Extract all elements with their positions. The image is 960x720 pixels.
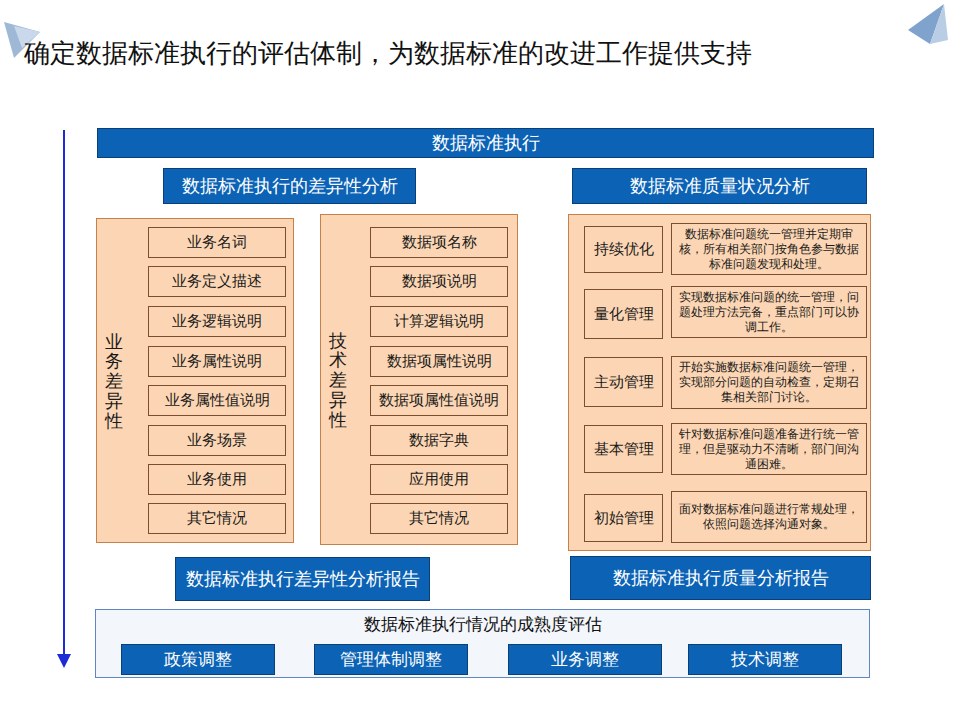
node-text: 数据标准执行差异性分析报告: [186, 567, 420, 591]
node-text: 业务逻辑说明: [172, 312, 262, 331]
process-box: 业务逻辑说明: [148, 306, 286, 337]
node-text: 数据标准质量状况分析: [630, 174, 810, 198]
process-box: 持续优化: [584, 226, 663, 273]
group-panel: 业务差异性 业务名词业务定义描述业务逻辑说明业务属性说明业务属性值说明业务场景业务…: [96, 218, 294, 543]
process-box: 数据项属性值说明: [370, 385, 508, 416]
node-text: 面对数据标准问题进行常规处理，依照问题选择沟通对象。: [678, 502, 860, 532]
node-text: 实现数据标准问题的统一管理，问题处理方法完备，重点部门可以协调工作。: [678, 290, 860, 335]
node-text: 业务属性说明: [172, 352, 262, 371]
vertical-label: 业务差异性: [105, 331, 123, 430]
node-text: 其它情况: [187, 509, 247, 528]
node-text: 业务属性值说明: [165, 391, 270, 410]
node-text: 数据标准问题统一管理并定期审核，所有相关部门按角色参与数据标准问题发现和处理。: [678, 227, 860, 272]
node-text: 技术调整: [731, 648, 799, 671]
process-box: 主动管理: [584, 357, 663, 407]
process-box: 数据项名称: [370, 227, 508, 258]
node-text: 数据项属性值说明: [379, 391, 499, 410]
node-text: 数据标准执行质量分析报告: [613, 566, 829, 590]
process-box: 数据标准执行的差异性分析: [163, 168, 416, 204]
node-text: 业务场景: [187, 431, 247, 450]
process-box: 其它情况: [148, 503, 286, 534]
node-text: 数据标准执行的差异性分析: [182, 174, 398, 198]
node-text: 持续优化: [594, 240, 654, 259]
node-text: 数据标准执行: [432, 131, 540, 155]
process-box: 数据项说明: [370, 266, 508, 297]
process-box: 业务定义描述: [148, 266, 286, 297]
flow-arrow-line: [63, 130, 65, 656]
node-text: 主动管理: [594, 373, 654, 392]
node-text: 业务名词: [187, 233, 247, 252]
process-box: 管理体制调整: [314, 644, 468, 675]
node-text: 应用使用: [409, 470, 469, 489]
process-box: 应用使用: [370, 464, 508, 495]
process-box: 政策调整: [121, 644, 275, 675]
node-text: 数据项说明: [402, 272, 477, 291]
process-box: 其它情况: [370, 503, 508, 534]
description-box: 面对数据标准问题进行常规处理，依照问题选择沟通对象。: [671, 491, 867, 543]
process-box: 业务调整: [508, 644, 662, 675]
process-box: 数据标准质量状况分析: [572, 168, 867, 204]
group-panel: 技术差异性 数据项名称数据项说明计算逻辑说明数据项属性说明数据项属性值说明数据字典…: [320, 214, 518, 545]
node-text: 数据项属性说明: [387, 352, 492, 371]
node-text: 量化管理: [594, 305, 654, 324]
process-box: 计算逻辑说明: [370, 306, 508, 337]
process-box: 基本管理: [584, 425, 663, 473]
process-box: 业务场景: [148, 425, 286, 456]
node-text: 计算逻辑说明: [394, 312, 484, 331]
node-text: 业务定义描述: [172, 272, 262, 291]
node-text: 业务使用: [187, 470, 247, 489]
node-text: 开始实施数据标准问题统一管理，实现部分问题的自动检查，定期召集相关部门讨论。: [678, 360, 860, 405]
vertical-label: 技术差异性: [329, 330, 347, 429]
node-text: 政策调整: [164, 648, 232, 671]
description-box: 针对数据标准问题准备进行统一管理，但是驱动力不清晰，部门间沟通困难。: [671, 423, 867, 475]
group-panel: 持续优化 数据标准问题统一管理并定期审核，所有相关部门按角色参与数据标准问题发现和…: [568, 214, 871, 551]
node-text: 初始管理: [594, 509, 654, 528]
node-text: 基本管理: [594, 440, 654, 459]
evaluation-panel: 数据标准执行情况的成熟度评估政策调整 管理体制调整 业务调整 技术调整: [95, 609, 870, 678]
node-text: 针对数据标准问题准备进行统一管理，但是驱动力不清晰，部门间沟通困难。: [678, 427, 860, 472]
node-text: 其它情况: [409, 509, 469, 528]
process-box: 数据字典: [370, 425, 508, 456]
flow-arrow-head: [57, 654, 71, 668]
process-box: 业务名词: [148, 227, 286, 258]
description-box: 实现数据标准问题的统一管理，问题处理方法完备，重点部门可以协调工作。: [671, 286, 867, 338]
corner-triangle: [930, 4, 948, 44]
node-text: 数据字典: [409, 431, 469, 450]
description-box: 数据标准问题统一管理并定期审核，所有相关部门按角色参与数据标准问题发现和处理。: [671, 223, 867, 275]
process-box: 业务属性说明: [148, 346, 286, 377]
node-text: 数据项名称: [402, 233, 477, 252]
node-text: 数据标准执行情况的成熟度评估: [96, 613, 869, 636]
process-box: 业务使用: [148, 464, 286, 495]
process-box: 数据标准执行: [97, 128, 874, 158]
page-title: 确定数据标准执行的评估体制，为数据标准的改进工作提供支持: [24, 36, 944, 70]
node-text: 业务调整: [551, 648, 619, 671]
process-box: 数据标准执行质量分析报告: [570, 556, 871, 600]
process-box: 技术调整: [688, 644, 842, 675]
description-box: 开始实施数据标准问题统一管理，实现部分问题的自动检查，定期召集相关部门讨论。: [671, 356, 867, 409]
node-text: 管理体制调整: [340, 648, 442, 671]
process-box: 量化管理: [584, 289, 663, 339]
process-box: 业务属性值说明: [148, 385, 286, 416]
process-box: 初始管理: [584, 494, 663, 542]
process-box: 数据标准执行差异性分析报告: [175, 557, 430, 601]
process-box: 数据项属性说明: [370, 346, 508, 377]
